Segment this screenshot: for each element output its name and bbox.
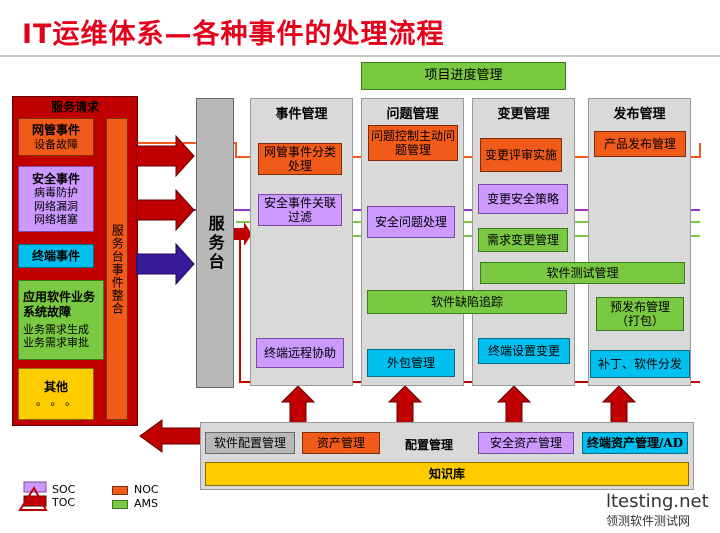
event-terminal-box[interactable]: 终端远程协助 [256, 338, 344, 368]
inbound-arrows [136, 134, 195, 286]
event-net-box[interactable]: 网管事件分类处理 [258, 143, 342, 175]
security-event-line: 病毒防护 [34, 186, 78, 200]
product-release-box[interactable]: 产品发布管理 [594, 131, 686, 157]
defect-tracking-bar[interactable]: 软件缺陷追踪 [367, 290, 567, 314]
page-title: IT运维体系—各种事件的处理流程 [22, 19, 445, 50]
legend-ams-label: AMS [134, 497, 158, 510]
requirement-change-box[interactable]: 需求变更管理 [478, 228, 568, 252]
security-event-title: 安全事件 [31, 172, 80, 187]
terminal-change-box[interactable]: 终端设置变更 [478, 338, 570, 364]
desk-integration-box: 服务台事件整合 [106, 118, 128, 420]
arrow-left-icon [139, 419, 207, 453]
knowledge-base-bar[interactable]: 知识库 [205, 462, 689, 486]
software-config-box[interactable]: 软件配置管理 [205, 432, 295, 454]
arrow-terminal-icon [136, 242, 195, 286]
watermark-site-name: 领测软件测试网 [606, 514, 691, 528]
legend-soc-toc-icon [18, 481, 48, 511]
asset-management-box[interactable]: 资产管理 [302, 432, 380, 454]
legend-noc-swatch [112, 486, 128, 495]
legend-noc-label: NOC [134, 483, 159, 496]
net-event-sub: 设备故障 [34, 137, 78, 151]
change-review-box[interactable]: 变更评审实施 [480, 138, 562, 172]
terminal-asset-box[interactable]: 终端资产管理/AD [582, 432, 688, 454]
arrow-security-icon [136, 188, 195, 232]
return-arrow [139, 419, 207, 453]
other-event-title: 其他 [43, 380, 68, 395]
problem-security-box[interactable]: 安全问题处理 [367, 206, 455, 238]
security-event-box[interactable]: 安全事件 病毒防护 网络漏洞 网络堵塞 [18, 166, 94, 232]
config-up-arrows [280, 386, 637, 425]
desk-to-event-arrow [234, 222, 252, 246]
event-management-header: 事件管理 [275, 107, 328, 122]
net-event-box[interactable]: 网管事件 设备故障 [18, 118, 94, 156]
security-event-line: 网络堵塞 [34, 212, 78, 226]
service-request-header: 服务请求 [50, 100, 99, 114]
prerelease-box[interactable]: 预发布管理（打包） [596, 297, 684, 331]
other-event-box[interactable]: 其他 。 。 。 [18, 368, 94, 420]
arrow-right-icon [234, 222, 252, 246]
change-management-header: 变更管理 [497, 107, 550, 122]
security-event-line: 网络漏洞 [34, 199, 78, 213]
watermark-url: ltesting.net [606, 491, 709, 512]
terminal-event-box[interactable]: 终端事件 [18, 244, 94, 268]
patch-distribution-box[interactable]: 补丁、软件分发 [590, 350, 690, 378]
service-desk[interactable]: 服务台 [196, 98, 234, 388]
app-event-line: 业务需求生成 [23, 323, 89, 337]
security-asset-box[interactable]: 安全资产管理 [478, 432, 574, 454]
config-management-label: 配置管理 [404, 438, 453, 452]
app-event-title: 应用软件业务系统故障 [23, 290, 96, 319]
up-arrow-problem-icon [387, 386, 423, 425]
change-security-box[interactable]: 变更安全策略 [478, 184, 568, 214]
project-progress-bar: 项目进度管理 [361, 62, 566, 90]
event-security-box[interactable]: 安全事件关联过滤 [258, 194, 342, 226]
legend-toc-label: TOC [52, 496, 76, 509]
legend-ams-swatch [112, 500, 128, 509]
other-event-dots: 。 。 。 [36, 394, 76, 408]
problem-management-header: 问题管理 [386, 107, 439, 122]
net-event-title: 网管事件 [31, 123, 80, 138]
up-arrow-change-icon [496, 386, 532, 425]
release-management-header: 发布管理 [613, 107, 666, 122]
title-divider [0, 55, 720, 57]
software-test-bar[interactable]: 软件测试管理 [480, 262, 685, 284]
app-event-line: 业务需求审批 [23, 336, 89, 350]
arrow-net-icon [136, 134, 195, 178]
outsourcing-box[interactable]: 外包管理 [367, 349, 455, 377]
app-event-box[interactable]: 应用软件业务系统故障 业务需求生成 业务需求审批 [18, 280, 104, 360]
legend-soc-label: SOC [52, 483, 76, 496]
problem-control-box[interactable]: 问题控制主动问题管理 [368, 125, 458, 161]
up-arrow-event-icon [280, 386, 316, 425]
up-arrow-release-icon [601, 386, 637, 425]
